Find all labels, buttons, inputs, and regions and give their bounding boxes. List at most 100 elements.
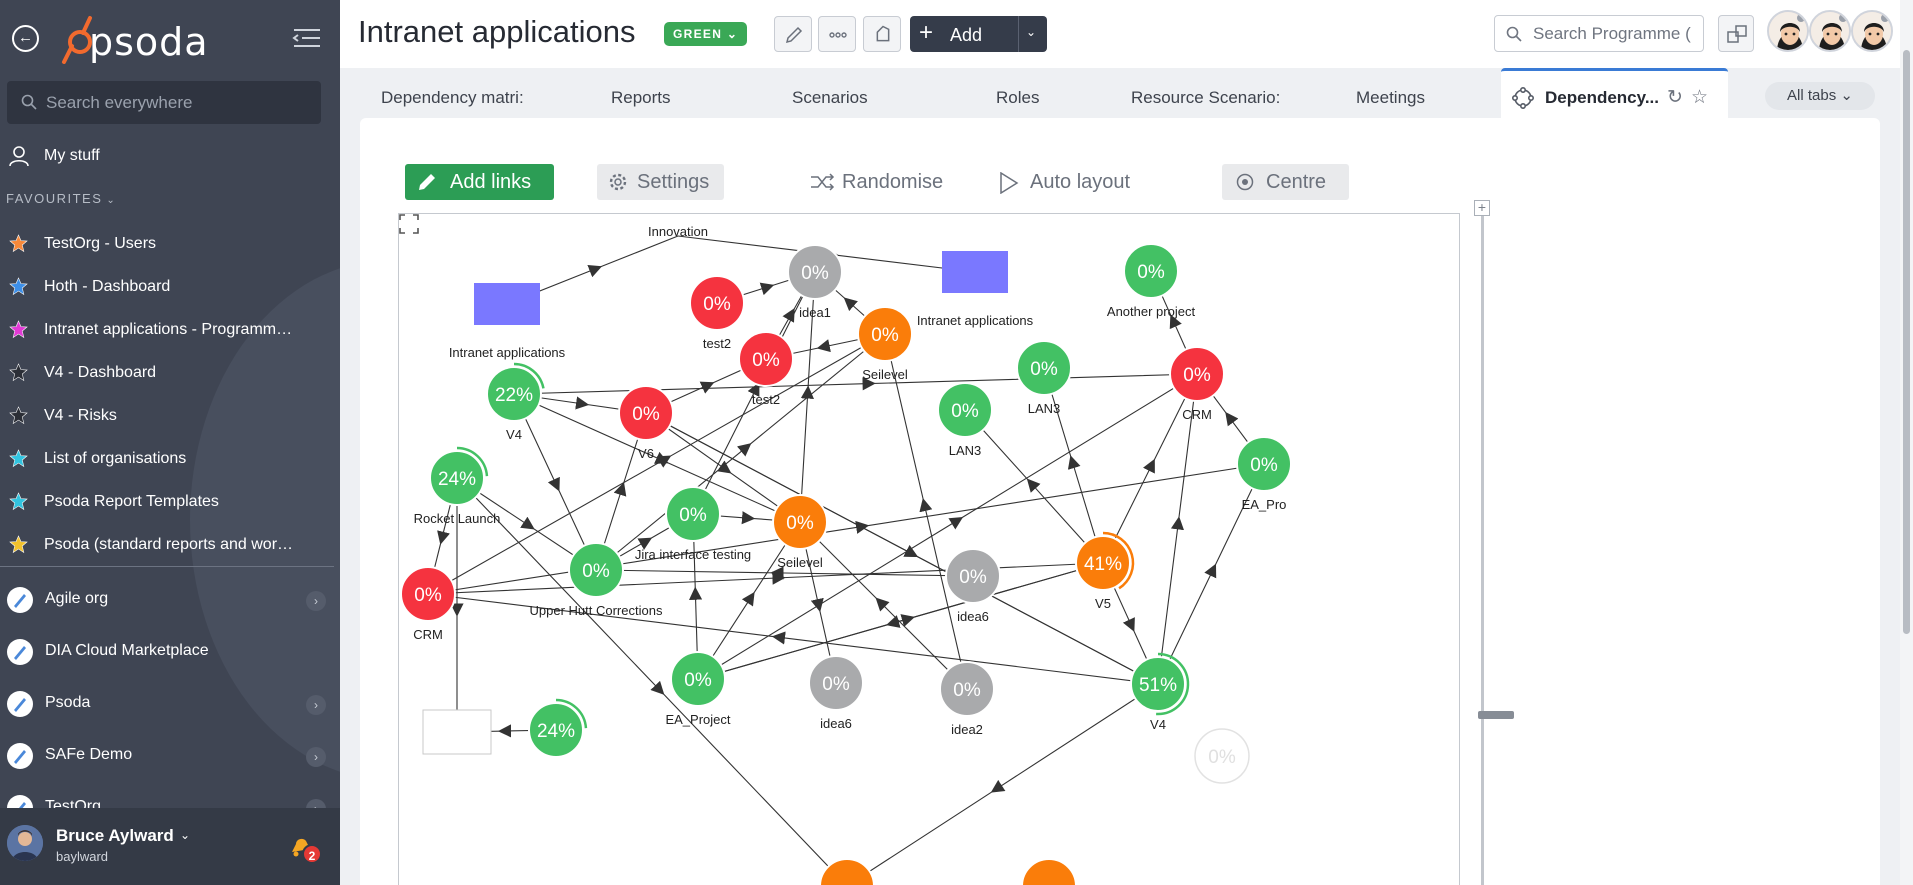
all-tabs-dropdown[interactable]: All tabs ⌄ [1765,82,1875,110]
programme-search-input[interactable] [1533,16,1699,51]
dependency-link[interactable] [697,521,801,680]
fullscreen-icon[interactable] [399,214,419,234]
graph-node[interactable]: 0%EA_Project [665,651,731,727]
graph-node[interactable]: 0%CRM [400,566,456,642]
node-circle[interactable] [665,486,721,542]
dependency-link[interactable] [799,521,968,690]
graph-node[interactable]: 0%Upper Hutt Corrections [530,542,663,618]
favourite-item[interactable]: Psoda Report Templates [0,480,340,523]
dependency-link[interactable] [1102,373,1198,564]
graph-node[interactable]: 0%Seilevel [857,306,913,382]
graph-node[interactable]: 41%V5 [1075,531,1135,611]
node-box[interactable] [422,709,492,755]
dependency-link[interactable] [427,593,1159,685]
dependency-link[interactable] [645,412,801,523]
graph-node[interactable]: 0%test2 [738,331,794,407]
favourite-item[interactable]: Intranet applications - Programme... [0,308,340,351]
graph-node[interactable]: 24% [528,698,588,758]
graph-node[interactable]: 0%V6 [618,385,674,461]
organisation-item[interactable]: DIA Cloud Marketplace [0,626,340,678]
node-circle[interactable] [738,331,794,387]
graph-node[interactable]: 0%test2 [689,275,745,351]
tab-reports[interactable]: Reports [611,88,671,107]
auto-layout-button[interactable]: Auto layout [998,164,1158,200]
node-circle[interactable] [1169,346,1225,402]
zoom-slider[interactable]: + [1471,200,1514,885]
graph-node[interactable] [422,709,492,755]
chevron-right-icon[interactable]: › [306,695,326,715]
dependency-link[interactable] [595,333,886,571]
node-circle[interactable] [528,702,584,758]
add-button[interactable]: + Add ⌄ [910,16,1047,52]
node-box[interactable] [474,283,540,325]
randomise-button[interactable]: Randomise [810,164,950,200]
dependency-link[interactable] [697,562,1104,680]
node-circle[interactable] [937,382,993,438]
node-circle[interactable] [787,244,843,300]
dependency-link[interactable] [513,393,597,571]
node-circle[interactable] [486,366,542,422]
graph-node[interactable]: 0%EA_Pro [1236,436,1292,512]
sidebar-search-input[interactable] [46,81,314,124]
node-circle[interactable] [857,306,913,362]
graph-node[interactable]: 0%idea2 [939,661,995,737]
user-panel[interactable]: Bruce Aylward ⌄ baylward 2 [0,808,340,885]
team-member-avatar[interactable] [1767,10,1809,52]
node-circle[interactable] [618,385,674,441]
dependency-link[interactable] [697,373,1198,680]
graph-node[interactable]: 0%idea1 [787,244,843,320]
edit-button[interactable] [774,16,812,52]
node-circle[interactable] [670,651,726,707]
favourite-item[interactable]: V4 - Dashboard [0,351,340,394]
tab-dependency-diagram[interactable]: Dependency... ↻ ☆ [1501,68,1728,118]
graph-node[interactable]: 0%LAN3 [937,382,993,458]
switch-view-button[interactable] [1718,15,1754,52]
notifications-bell[interactable]: 2 [288,830,324,866]
tab-meetings[interactable]: Meetings [1356,88,1425,107]
dependency-link[interactable] [427,333,886,595]
refresh-icon[interactable]: ↻ [1667,87,1683,108]
chevron-right-icon[interactable]: › [306,747,326,767]
node-circle[interactable] [1021,858,1077,885]
graph-node[interactable]: 0%LAN3 [1016,340,1072,416]
tab-dependency-matrix[interactable]: Dependency matri: [381,88,524,107]
zoom-handle[interactable] [1478,711,1514,719]
node-circle[interactable] [772,494,828,550]
node-box[interactable] [942,251,1008,293]
graph-node[interactable]: 24%Rocket Launch [414,446,501,526]
tab-scenarios[interactable]: Scenarios [792,88,868,107]
add-links-button[interactable]: Add links [405,164,554,200]
back-arrow-icon[interactable]: ← [12,25,39,52]
zoom-in-button[interactable]: + [1474,200,1490,216]
graph-node[interactable]: 0%Another project [1107,243,1196,319]
chevron-down-icon[interactable]: ⌄ [180,828,191,842]
sidebar-my-stuff[interactable]: My stuff [0,140,340,174]
dependency-link[interactable] [1157,463,1265,685]
star-outline-icon[interactable]: ☆ [1691,87,1709,108]
favourites-heading[interactable]: FAVOURITES⌄ [6,191,116,206]
node-circle[interactable] [1075,535,1131,591]
node-circle[interactable] [808,655,864,711]
graph-node[interactable] [1021,858,1077,885]
graph-node[interactable]: 0% [1194,728,1250,784]
node-circle[interactable] [689,275,745,331]
tab-roles[interactable]: Roles [996,88,1040,107]
graph-node[interactable]: Intranet applications [917,251,1034,328]
team-member-avatar[interactable] [1851,10,1893,52]
organisation-item[interactable]: Agile org› [0,574,340,626]
centre-button[interactable]: Centre [1222,164,1349,200]
graph-node[interactable]: 22%V4 [486,362,545,442]
node-circle[interactable] [1130,656,1186,712]
dependency-link[interactable] [456,477,847,885]
chevron-right-icon[interactable]: › [306,591,326,611]
graph-node[interactable]: 0%idea6 [945,548,1001,624]
graph-node[interactable]: 0%idea6 [808,655,864,731]
node-circle[interactable] [1194,728,1250,784]
dependency-link[interactable] [1157,373,1198,685]
dependency-link[interactable] [799,271,816,523]
user-avatar[interactable] [7,825,43,861]
graph-node[interactable] [819,858,875,885]
more-options-button[interactable] [818,16,856,52]
dependency-link[interactable] [692,271,816,515]
